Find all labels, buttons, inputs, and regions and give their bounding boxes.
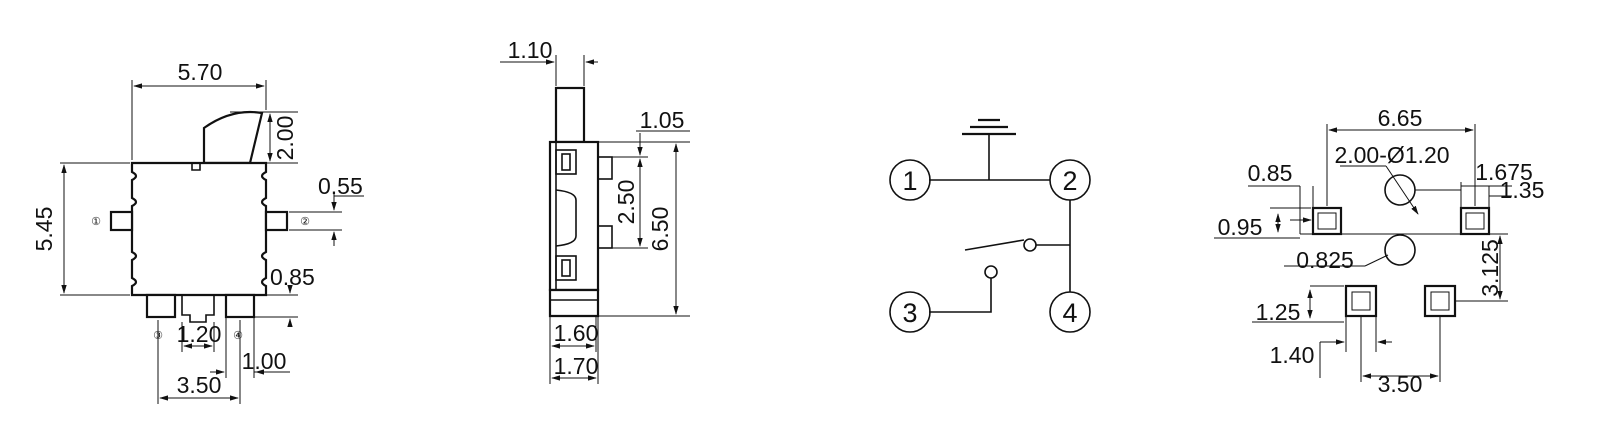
actuator: [202, 110, 264, 165]
hole-top: [1384, 174, 1416, 206]
dim-bottom-pad: 1.25: [1256, 299, 1301, 325]
pin-1: [109, 210, 134, 232]
schematic-pin-4: [1049, 291, 1091, 333]
front-pin-label-3: ③: [153, 330, 163, 342]
schematic-label-1: 1: [902, 166, 917, 196]
dim-hole-offset: 1.675: [1475, 159, 1533, 185]
dim-pin-side: 0.55: [318, 173, 363, 199]
dim-pin-gap: 0.85: [270, 264, 315, 290]
dim-bottom-pad-width: 1.40: [1270, 342, 1315, 368]
dim-total-height: 6.50: [647, 207, 673, 252]
schematic-pin-2: [1049, 159, 1091, 201]
side-view: 1.10 1.05 2.50 6.50 1.60 1.70: [500, 37, 690, 384]
dim-vertical: 3.125: [1477, 239, 1503, 297]
schematic-label-3: 3: [902, 298, 917, 328]
pad-3: [145, 293, 177, 319]
dim-height: 5.45: [31, 207, 57, 252]
hole-bottom: [1384, 234, 1416, 266]
dim-offset: 1.05: [640, 107, 685, 133]
dim-base-inner: 1.60: [554, 320, 599, 346]
dim-width: 5.70: [178, 59, 223, 85]
front-pin-label-4: ④: [233, 330, 243, 342]
dim-holes: 2.00-Ø1.20: [1334, 142, 1449, 168]
dim-pad-size: 0.85: [1248, 160, 1293, 186]
schematic-pin-1: [889, 159, 931, 201]
schematic-label-2: 2: [1062, 166, 1077, 196]
pin-2: [264, 210, 289, 232]
schematic-label-4: 4: [1062, 298, 1077, 328]
dim-inner-height: 2.50: [613, 180, 639, 225]
dim-pad-height: 0.95: [1218, 214, 1263, 240]
pcb-layout: 6.65 2.00-Ø1.20 0.85 0.95 1.675 1.35 0.8…: [1214, 105, 1544, 397]
switch-body: [130, 161, 268, 297]
side-body: [548, 140, 600, 292]
schematic-pin-3: [889, 291, 931, 333]
dim-hole-gap: 0.825: [1296, 247, 1354, 273]
dim-pad-width: 1.20: [177, 321, 222, 347]
dim-base-outer: 1.70: [554, 353, 599, 379]
front-view: 5.70 2.00 5.45 0.55 0.85 1.20: [31, 59, 364, 404]
dim-pcb-width: 6.65: [1378, 105, 1423, 131]
schematic: 1 2 3 4: [889, 118, 1091, 333]
dim-pad-pitch: 3.50: [177, 372, 222, 398]
dim-top-thickness: 1.10: [508, 37, 553, 63]
front-pin-label-2: ②: [300, 216, 310, 228]
dim-pad-offset: 1.00: [242, 348, 287, 374]
pad-4: [224, 293, 256, 319]
dim-bottom-pitch: 3.50: [1378, 371, 1423, 397]
dim-right-offset: 1.35: [1500, 177, 1545, 203]
dim-actuator: 2.00: [272, 116, 298, 161]
front-pin-label-1: ①: [91, 216, 101, 228]
